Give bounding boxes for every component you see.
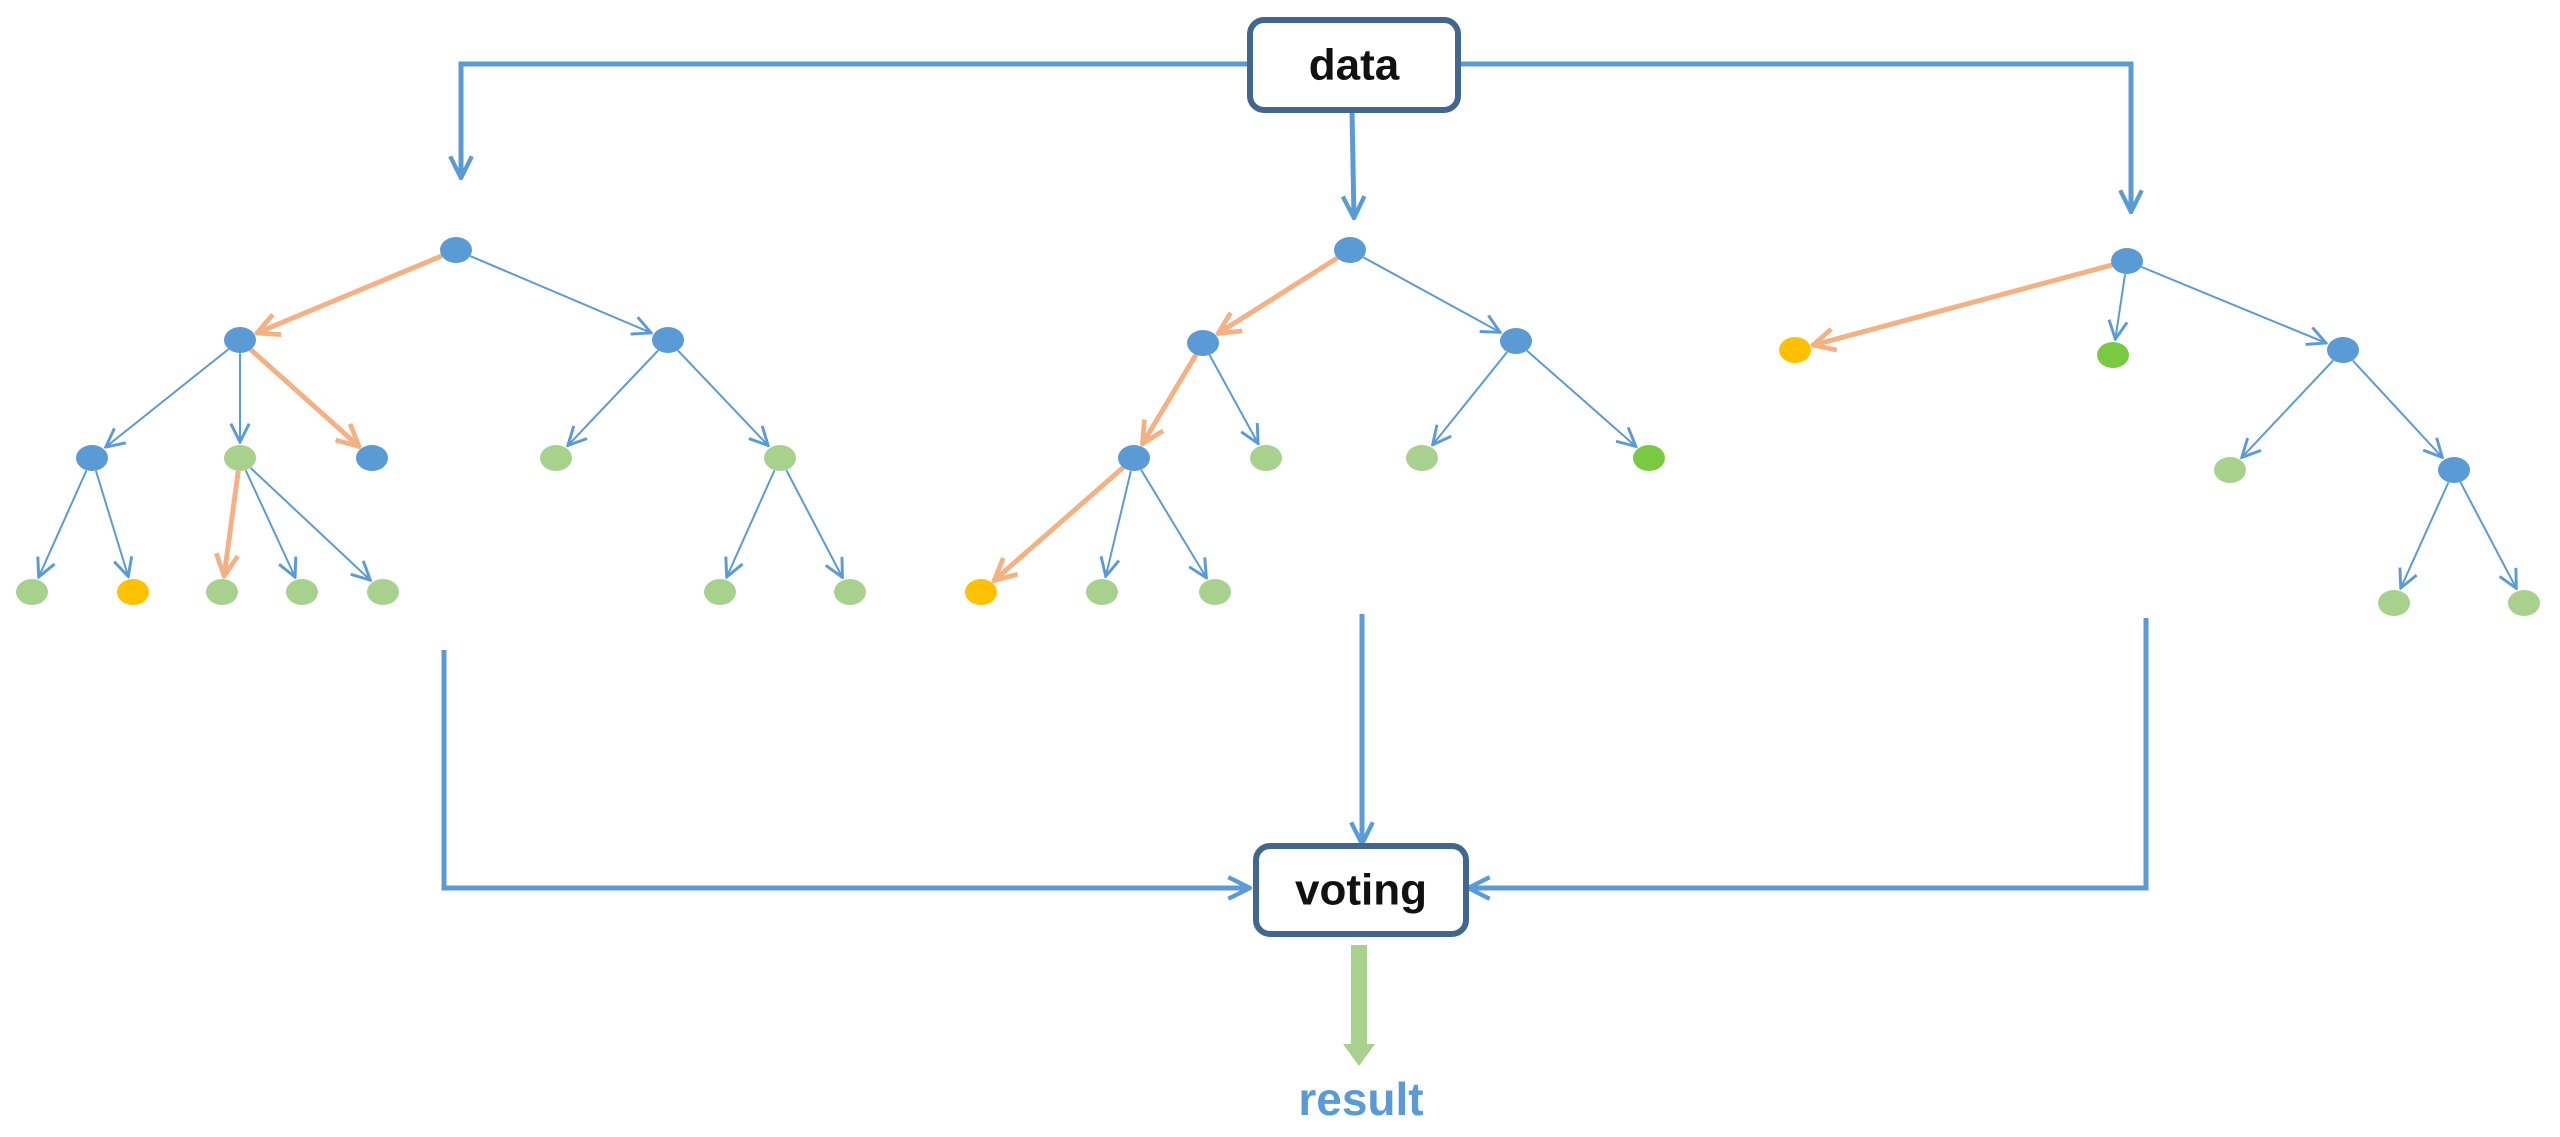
decision-path-edge-b-f [249, 347, 359, 446]
tree-edge-d-j [95, 470, 128, 577]
result-arrow-shaft [1351, 945, 1367, 1047]
tree-edge-c-h [677, 350, 768, 446]
leaf-node-g [2378, 590, 2410, 616]
decision-path-edge-a-b [257, 253, 444, 333]
leaf-node-i [1086, 579, 1118, 605]
leaf-node-e [2214, 457, 2246, 483]
leaf-node-o [834, 579, 866, 605]
internal-node-d [2327, 337, 2359, 363]
tree-edge-c-g [568, 350, 659, 446]
tree-edge-e-l [245, 470, 295, 577]
tree-edge-d-j [1140, 469, 1207, 578]
tree-edge-h-n [727, 470, 776, 577]
internal-node-d [1118, 445, 1150, 471]
data-box: data [1247, 17, 1461, 113]
tree-3-to-voting-arrow [1468, 618, 2149, 888]
leaf-node-g [1633, 445, 1665, 471]
leaf-node-g [540, 445, 572, 471]
data-to-tree-1-arrow [461, 61, 1248, 178]
tree-edge-d-f [2352, 360, 2442, 457]
voting-label: voting [1295, 866, 1427, 915]
internal-node-b [1187, 330, 1219, 356]
internal-node-c [652, 327, 684, 353]
leaf-node-c [2097, 342, 2129, 368]
internal-node-f [2438, 457, 2470, 483]
data-box-frame [1247, 17, 1461, 113]
internal-node-a [440, 237, 472, 263]
tree-edge-d-i [39, 470, 88, 577]
tree-edge-d-e [2242, 360, 2334, 457]
leaf-node-f [1406, 445, 1438, 471]
leaf-node-e [1250, 445, 1282, 471]
leaf-node-k [206, 579, 238, 605]
leaf-node-m [367, 579, 399, 605]
tree-edge-b-d [106, 348, 229, 447]
selected-leaf-node-b [1779, 337, 1811, 363]
leaf-node-i [16, 579, 48, 605]
tree-edge-a-c [470, 255, 651, 332]
internal-node-a [1334, 237, 1366, 263]
result-label: result [1298, 1073, 1423, 1125]
decision-path-edge-e-k [224, 469, 241, 576]
tree-edge-f-g [2401, 482, 2450, 588]
tree-1-to-voting-arrow [441, 650, 1250, 888]
decision-path-edge-d-h [994, 465, 1125, 580]
tree-2 [965, 237, 1665, 605]
selected-leaf-node-h [965, 579, 997, 605]
tree-edge-a-d [2141, 266, 2326, 343]
voting-box: voting [1253, 843, 1469, 937]
leaf-node-h [764, 445, 796, 471]
leaf-node-e [224, 445, 256, 471]
tree-edge-c-f [1433, 351, 1508, 445]
leaf-node-h [2508, 590, 2540, 616]
flow-lines [441, 61, 2149, 888]
tree-1 [16, 237, 866, 605]
internal-node-a [2111, 248, 2143, 274]
voting-box-frame [1253, 843, 1469, 937]
leaf-node-n [704, 579, 736, 605]
decision-path-edge-a-b [1813, 262, 2114, 345]
result-group: result [1298, 945, 1424, 1125]
leaf-node-l [286, 579, 318, 605]
internal-node-c [1500, 328, 1532, 354]
data-label: data [1309, 41, 1400, 90]
tree-edge-h-o [785, 469, 843, 578]
data-to-tree-3-arrow [1457, 61, 2131, 212]
decision-path-edge-a-b [1218, 256, 1340, 334]
tree-edge-a-c [1363, 256, 1500, 333]
decision-path-edge-b-d [1143, 353, 1198, 444]
tree-edge-c-g [1526, 350, 1636, 446]
tree-edge-d-i [1106, 470, 1132, 577]
internal-node-d [76, 445, 108, 471]
tree-edge-f-h [2459, 481, 2517, 589]
internal-node-f [356, 445, 388, 471]
result-arrow-head [1343, 1044, 1375, 1066]
tree-3 [1779, 248, 2540, 616]
selected-leaf-node-j [117, 579, 149, 605]
internal-node-b [224, 327, 256, 353]
leaf-node-j [1199, 579, 1231, 605]
tree-edge-a-c [2115, 273, 2125, 339]
data-to-tree-2-arrow [1352, 109, 1354, 218]
tree-edge-e-m [250, 467, 370, 581]
tree-edge-b-e [1208, 354, 1258, 444]
